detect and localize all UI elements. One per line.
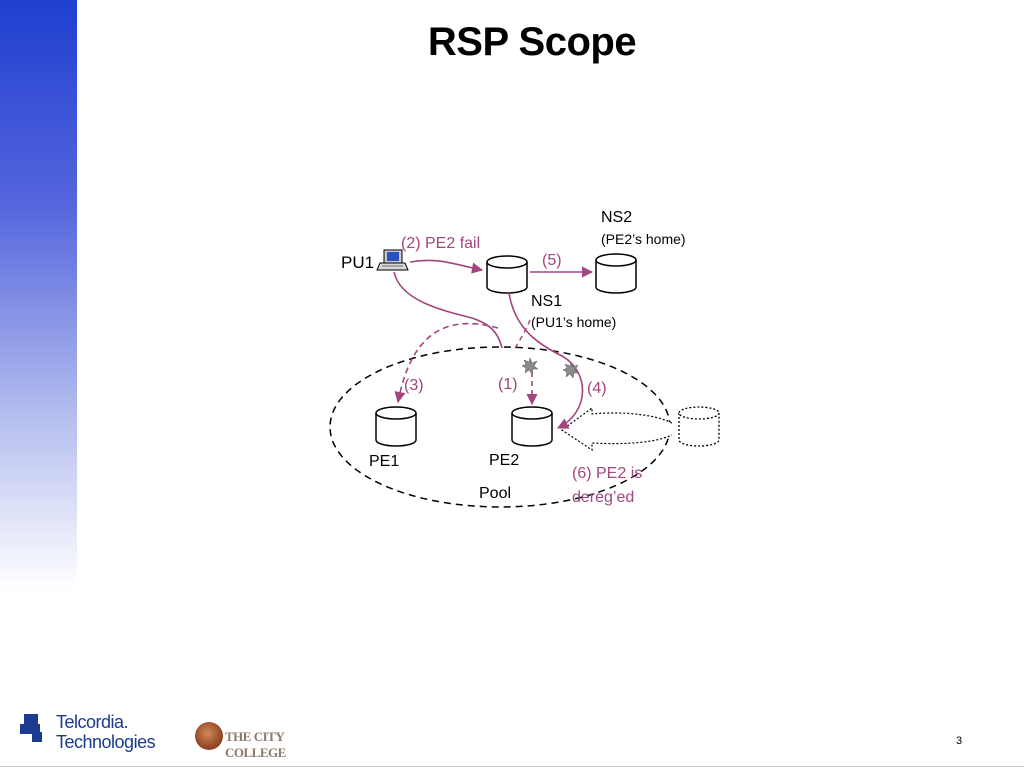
pu1-label: PU1 [341,253,374,272]
telcordia-wordmark: Telcordia. Technologies [56,712,156,752]
failure-burst-icon [562,361,580,379]
page-number: 3 [956,735,963,747]
side-gradient-band [0,0,77,590]
pe2-server-icon [511,406,553,447]
ns1-server-icon [486,255,528,294]
ccny-seal-icon [195,722,223,750]
ns2-label: NS2 [601,209,632,226]
dereg-block-arrow [560,406,673,452]
ccny-logo: THE CITY COLLEGE [195,722,325,760]
deregistered-pe2-icon [678,406,720,447]
arrow-step2 [409,259,484,274]
step5-label: (5) [542,252,562,269]
pe1-label: PE1 [369,453,399,470]
step2-label: (2) PE2 fail [401,235,480,252]
ns2-sublabel: (PE2’s home) [601,231,686,247]
pu1-laptop-icon [376,249,409,271]
pu1-request-line [393,271,503,349]
ns2-server-icon [595,253,637,294]
arrow-step3 [394,322,499,404]
step3-label: (3) [404,377,424,394]
step4-label: (4) [587,380,607,397]
telcordia-mark-icon [20,714,42,742]
step6-label-line1: (6) PE2 is [572,465,642,482]
failure-burst-icon [521,357,539,375]
pe2-label: PE2 [489,452,519,469]
pe1-server-icon [375,406,417,447]
arrow-step4 [508,292,584,429]
failure-link [514,319,531,349]
footer-divider [0,766,1024,767]
step6-label-line2: dereg’ed [572,489,634,506]
telcordia-logo: Telcordia. Technologies [20,712,170,760]
step1-label: (1) [498,376,518,393]
ns1-sublabel: (PU1’s home) [531,314,616,330]
ns1-label: NS1 [531,293,562,310]
pool-label: Pool [479,485,511,502]
slide-title: RSP Scope [427,20,637,64]
ccny-wordmark: THE CITY COLLEGE [225,729,286,760]
